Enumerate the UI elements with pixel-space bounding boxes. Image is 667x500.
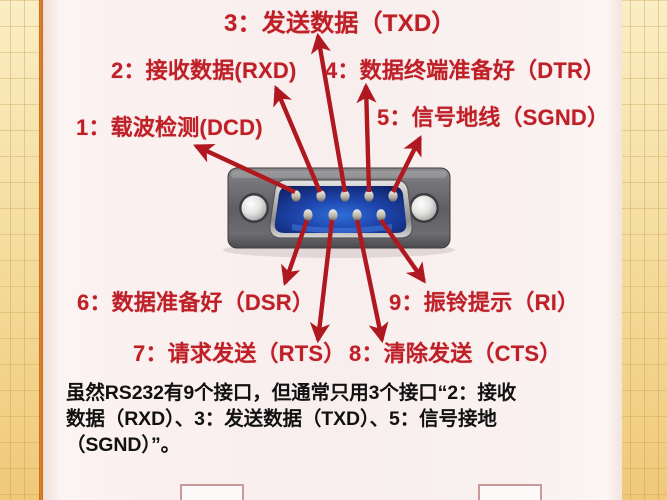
description-paragraph: 虽然RS232有9个接口，但通常只用3个接口“2：接收 数据（RXD）、3：发送… [66,380,606,458]
description-line-1: 虽然RS232有9个接口，但通常只用3个接口“2：接收 [66,382,517,404]
pin-label-7: 7：请求发送（RTS） [133,341,346,366]
cutoff-box-right [478,484,542,500]
pin-label-4: 4：数据终端准备好（DTR） [325,58,606,83]
card-shadow-left [43,0,61,500]
description-line-2: 数据（RXD）、3：发送数据（TXD）、5：信号接地 [66,408,497,430]
pin-label-1: 1：载波检测(DCD) [76,115,263,140]
pin-label-2: 2：接收数据(RXD) [111,58,297,83]
pin-label-5: 5：信号地线（SGND） [377,105,610,130]
paper-background-left [0,0,40,500]
cutoff-box-left [180,484,244,500]
paper-background-right [621,0,667,500]
card-shadow-right [606,0,622,500]
description-line-3: （SGND）”。 [66,434,181,456]
orange-divider-left [39,0,43,500]
pin-label-9: 9：振铃提示（RI） [389,290,580,315]
pin-label-8: 8：清除发送（CTS） [349,341,562,366]
pin-label-3: 3：发送数据（TXD） [224,10,456,37]
pin-label-6: 6：数据准备好（DSR） [77,290,315,315]
